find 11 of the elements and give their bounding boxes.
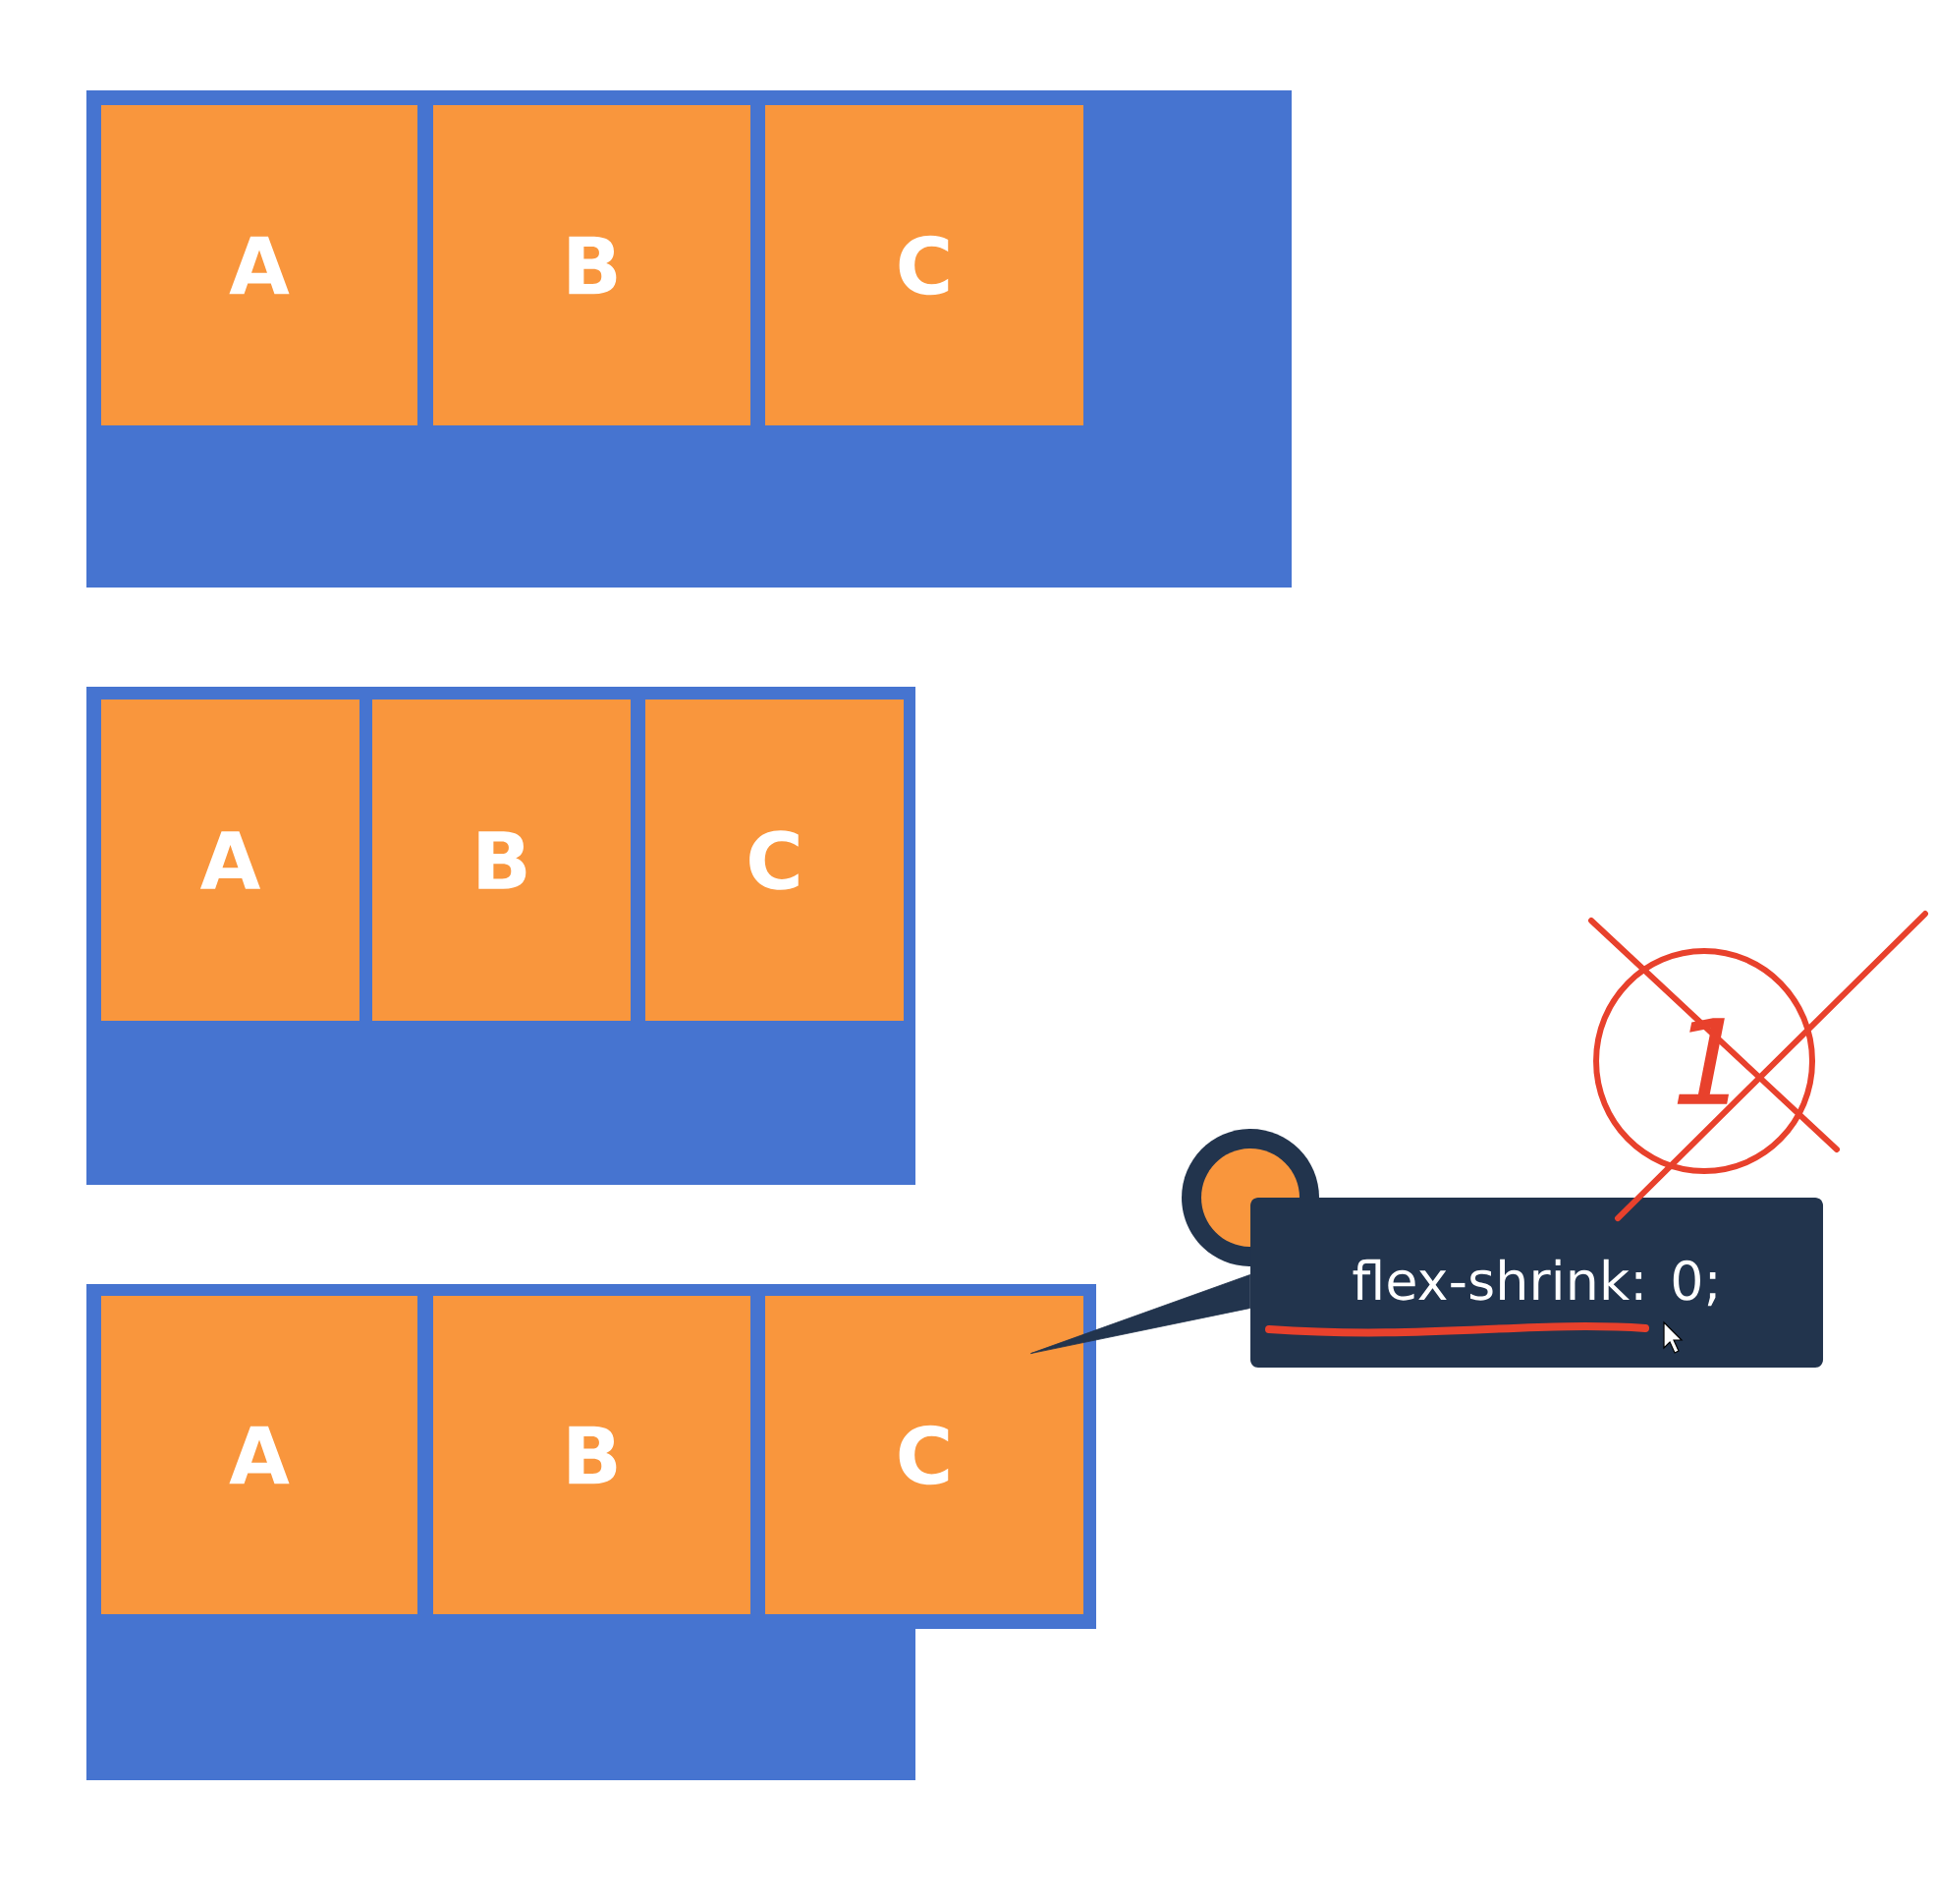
item-box: A <box>101 700 359 1021</box>
item-box: B <box>372 700 631 1021</box>
item-box: A <box>101 105 417 425</box>
callout-pointer <box>1030 1274 1250 1354</box>
item-box: B <box>433 105 750 425</box>
item-box: C <box>645 700 904 1021</box>
item-box: A <box>101 1296 417 1614</box>
item-box: B <box>433 1296 750 1614</box>
tooltip-box: flex-shrink: 0; <box>1182 1129 1823 1368</box>
item-box: C <box>765 105 1083 425</box>
item-box: C <box>765 1296 1083 1614</box>
